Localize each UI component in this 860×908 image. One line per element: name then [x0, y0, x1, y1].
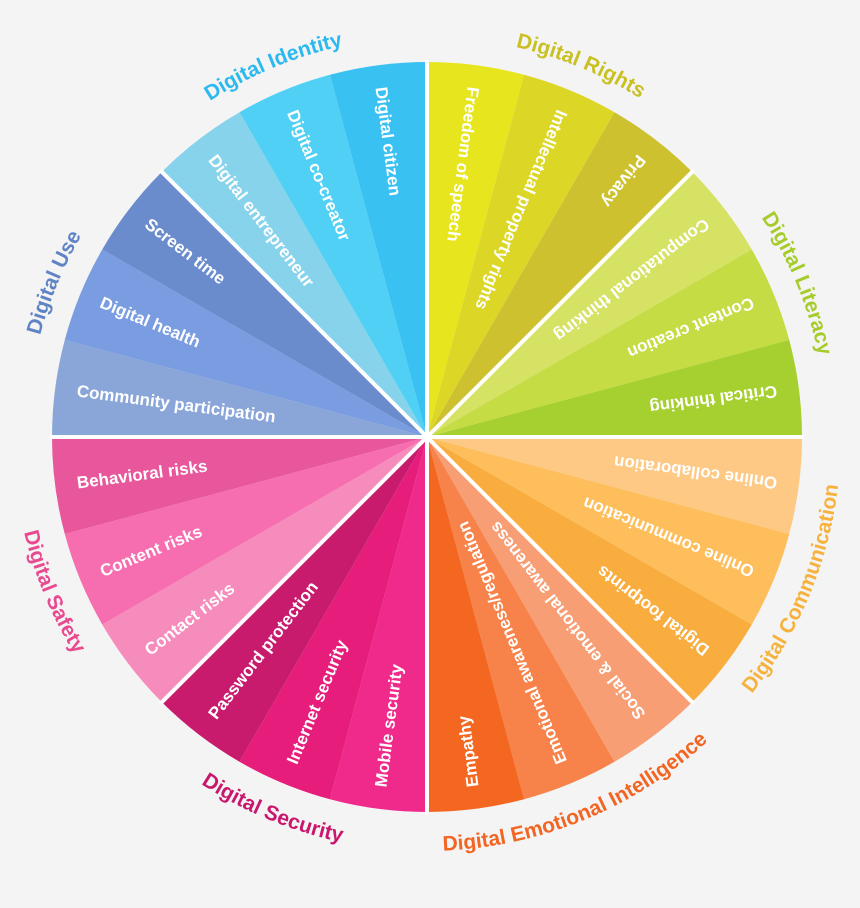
segment-content-risks [64, 437, 427, 625]
segment-digital-health [64, 249, 427, 437]
segment-social-emotional-awareness [427, 437, 693, 762]
segment-digital-co-creator [239, 74, 427, 437]
segment-digital-citizen [329, 62, 427, 437]
segment-content-creation [427, 249, 790, 437]
segment-internet-security [239, 437, 427, 800]
segment-online-collaboration [427, 437, 802, 535]
segment-behavioral-risks [52, 437, 427, 535]
segment-computational-thinking [427, 171, 752, 437]
segment-online-communication [427, 437, 790, 625]
segment-digital-entrepreneur [161, 112, 427, 438]
segment-privacy [427, 112, 693, 438]
segment-digital-footprints [427, 437, 752, 703]
segment-emotional-awareness-regulation [427, 437, 615, 800]
segment-intellectual-property-rights [427, 74, 615, 437]
group-divider [159, 169, 429, 439]
group-divider [425, 169, 695, 439]
segment-password-protection [161, 437, 427, 762]
segment-screen-time [102, 171, 428, 437]
group-divider [425, 435, 695, 705]
segment-freedom-of-speech [427, 62, 525, 437]
segment-empathy [427, 437, 525, 812]
segment-contact-risks [102, 437, 428, 703]
segment-mobile-security [329, 437, 427, 812]
segment-community-participation [52, 339, 427, 437]
segment-critical-thinking [427, 339, 802, 437]
group-divider [159, 435, 429, 705]
